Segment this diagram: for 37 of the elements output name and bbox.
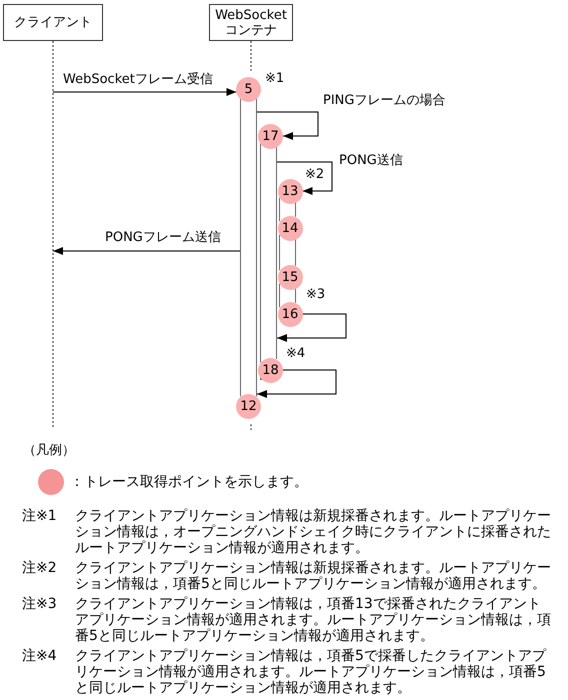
note-text: クライアントアプリケーション情報は新規採番されます。ルートアプリケーション情報は，オープニングハンドシェイク時にクライアントに採番されたルートアプリケーション情報が適用されます。 [75,508,552,556]
note-text: クライアントアプリケーション情報は，項番13で採番されたクライアントアプリケーション情報が適用されます。ルートアプリケーション情報は，項番5と同じルートアプリケーション情報が適用されます。 [75,596,552,644]
footnote-mark: ※1 [265,71,284,87]
trace-point: 13 [278,178,302,204]
edge-label: WebSocketフレーム受信 [62,72,214,88]
arrow [52,88,237,96]
footnote-mark: ※4 [286,346,306,362]
activation-bar [240,98,257,397]
note-marker: 注※1 [22,508,58,526]
trace-point: 16 [278,302,302,326]
participant-box: クライアント [3,4,103,41]
note-text: クライアントアプリケーション情報は新規採番されます。ルートアプリケーション情報は，項番5と同じルートアプリケーション情報が適用されます。 [75,560,552,592]
trace-point: 17 [258,124,283,148]
activation-bar [260,143,277,380]
participant-box: WebSocketコンテナ [209,4,293,41]
trace-point: 14 [278,216,302,240]
trace-point: 18 [258,358,283,382]
note-text: クライアントアプリケーション情報は，項番5で採番したクライアントアプリケーション情報が適用されます。ルートアプリケーション情報は，項番5と同じルートアプリケーション情報が適用されます。 [75,648,548,696]
legend-text: ：トレース取得ポイントを示します。 [70,474,308,490]
trace-point: 15 [278,264,302,290]
arrow [256,370,336,398]
footnote-mark: ※3 [306,287,326,303]
edge-label: PONG送信 [338,153,404,169]
trace-point: 12 [236,394,261,418]
note-marker: 注※2 [22,560,58,578]
legend-heading: （凡例） [23,443,75,459]
footnote-mark: ※2 [305,167,324,183]
edge-label: PINGフレームの場合 [322,93,446,109]
edge-label: PONGフレーム送信 [104,230,222,246]
arrow [276,162,332,195]
activation-bar [279,197,296,308]
note-marker: 注※3 [22,596,58,614]
arrow [256,112,318,140]
note-marker: 注※4 [22,648,58,666]
arrow [52,247,240,255]
arrow [276,314,346,342]
trace-point: 5 [236,76,261,102]
